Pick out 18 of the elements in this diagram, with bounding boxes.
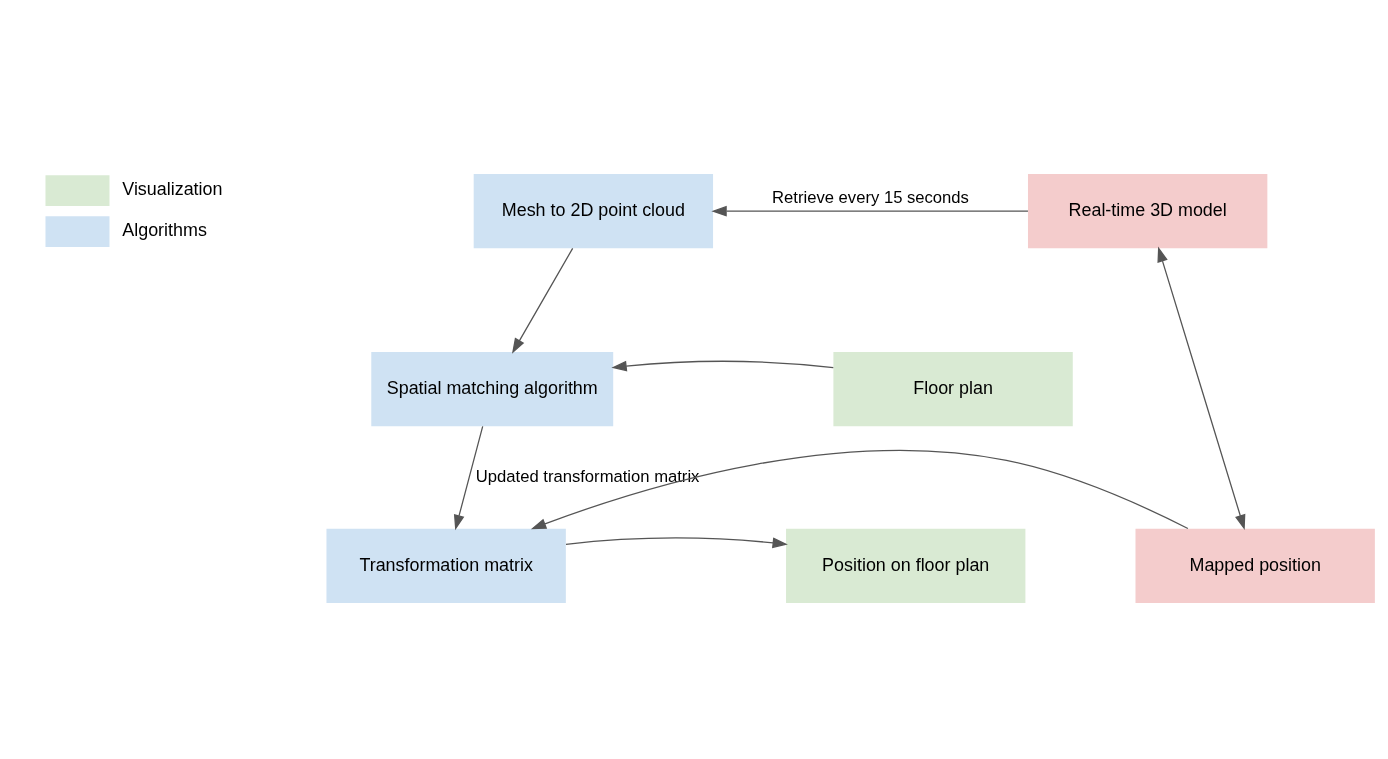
arrow <box>511 247 573 354</box>
arrow <box>530 449 1189 530</box>
node-box: Transformation matrix <box>325 528 566 603</box>
arrow <box>453 425 483 531</box>
node-box: Floor plan <box>832 352 1073 427</box>
arrow <box>710 205 1029 217</box>
legend-label: Algorithms <box>121 220 207 241</box>
edge-label: Updated transformation matrix <box>475 466 699 486</box>
legend-label: Visualization <box>121 179 223 200</box>
node-box: Mesh to 2D point cloud <box>473 174 713 249</box>
edge-label: Retrieve every 15 seconds <box>771 187 969 207</box>
node-box: Spatial matching algorithm <box>370 352 613 427</box>
arrow <box>1156 246 1245 531</box>
node-box: Mapped position <box>1135 528 1375 603</box>
node-box: Position on floor plan <box>785 528 1025 603</box>
arrow <box>610 360 834 372</box>
node-box: Real-time 3D model <box>1027 174 1267 249</box>
arrow <box>564 537 788 549</box>
